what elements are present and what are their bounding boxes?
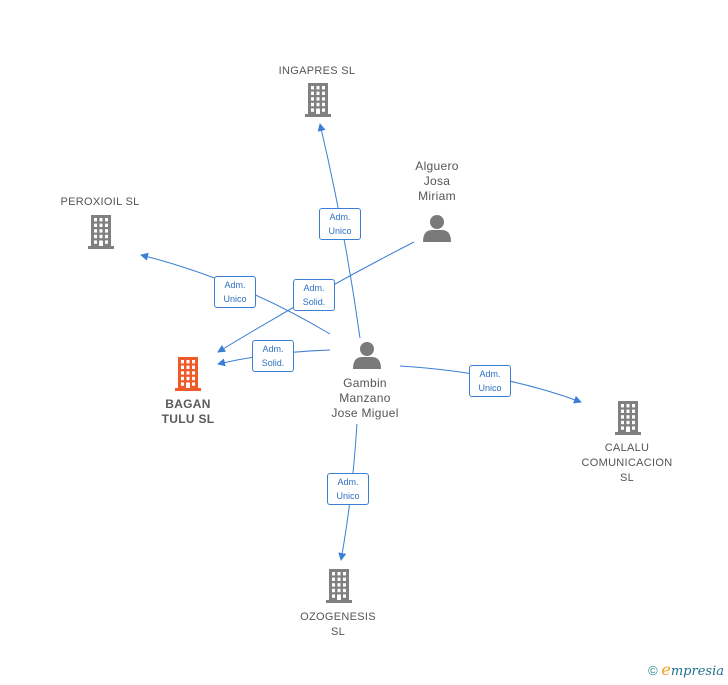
edge-label-line1: Adm.: [224, 280, 246, 290]
edge-label-line2: Unico: [223, 294, 247, 304]
edge-label-gambin-calalu[interactable]: Adm. Unico: [469, 365, 511, 397]
edge-label-line2: Unico: [336, 491, 360, 501]
edge-label-alguero-bagan[interactable]: Adm. Solid.: [293, 279, 335, 311]
person-icon-gambin[interactable]: [353, 342, 381, 369]
edge-label-gambin-peroxioil[interactable]: Adm. Unico: [214, 276, 256, 308]
edge-label-line2: Solid.: [302, 297, 326, 307]
node-label-peroxioil[interactable]: PEROXIOIL SL: [60, 196, 140, 208]
edge-label-line1: Adm.: [303, 283, 325, 293]
node-label-ozogenesis[interactable]: OZOGENESIS SL: [300, 611, 376, 638]
node-label-calalu[interactable]: CALALU COMUNICACION SL: [581, 442, 673, 484]
icons-layer: [88, 83, 641, 603]
building-icon-ingapres[interactable]: [305, 83, 331, 117]
building-icon-peroxioil[interactable]: [88, 215, 114, 249]
node-label-ingapres[interactable]: INGAPRES SL: [278, 65, 356, 77]
building-icon-calalu[interactable]: [615, 401, 641, 435]
edge-label-line1: Adm.: [337, 477, 359, 487]
edge-label-line1: Adm.: [262, 344, 284, 354]
copyright-icon: ©: [648, 663, 658, 678]
person-icon-alguero[interactable]: [423, 215, 451, 242]
copyright-footer: © empresia: [648, 660, 724, 679]
edge-label-line1: Adm.: [329, 212, 351, 222]
node-label-bagan[interactable]: BAGAN TULU SL: [161, 397, 215, 426]
edge-label-gambin-bagan[interactable]: Adm. Solid.: [252, 340, 294, 372]
edge-label-line2: Unico: [478, 383, 502, 393]
edge-label-gambin-ozogenesis[interactable]: Adm. Unico: [327, 473, 369, 505]
building-icon-bagan[interactable]: [175, 357, 201, 391]
empresia-logo[interactable]: empresia: [661, 660, 724, 679]
edge-label-gambin-ingapres[interactable]: Adm. Unico: [319, 208, 361, 240]
node-label-alguero[interactable]: Alguero Josa Miriam: [415, 159, 459, 203]
node-label-gambin[interactable]: Gambin Manzano Jose Miguel: [331, 376, 399, 420]
edge-label-line2: Unico: [328, 226, 352, 236]
edge-label-line2: Solid.: [261, 358, 285, 368]
building-icon-ozogenesis[interactable]: [326, 569, 352, 603]
edge-label-line1: Adm.: [479, 369, 501, 379]
